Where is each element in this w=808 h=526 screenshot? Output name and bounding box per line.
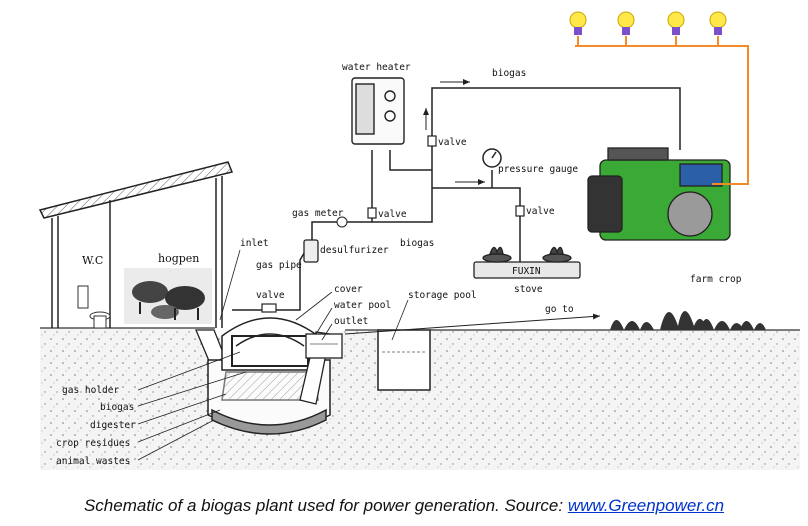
toilet-icon	[77, 285, 111, 329]
storage-pool	[377, 329, 431, 391]
gas-pipe-label: gas pipe	[256, 260, 302, 271]
valve-low-label: valve	[256, 290, 285, 301]
bulb-icon	[617, 11, 635, 35]
stove-label: stove	[514, 284, 543, 295]
pressure-gauge	[482, 148, 502, 168]
animal-wastes-label: animal wastes	[56, 456, 130, 467]
biogas-top-label: biogas	[492, 68, 526, 79]
valve-stove-label: valve	[526, 206, 555, 217]
crop-residues-label: crop residues	[56, 438, 130, 449]
biogas-plant-diagram: W.C hogpen inlet farm crop go to	[38, 11, 800, 470]
farm-crop-icon	[610, 311, 766, 330]
valve-top-icon	[427, 135, 437, 147]
pig-icons	[124, 268, 212, 324]
stove	[473, 246, 581, 279]
digester-tank	[207, 317, 331, 435]
valves	[261, 135, 525, 313]
water-heater-label: water heater	[342, 62, 411, 73]
storage-pool-label: storage pool	[408, 290, 477, 301]
water-pool-label: water pool	[334, 300, 391, 311]
gas-meter	[336, 216, 348, 228]
pressure-gauge-label: pressure gauge	[498, 164, 578, 175]
stove-brand: FUXIN	[512, 266, 541, 277]
gas-holder-label: gas holder	[62, 385, 119, 396]
farm-crop-label: farm crop	[690, 274, 742, 285]
hogpen-shed	[38, 161, 234, 328]
valve-meter-icon	[367, 207, 377, 219]
inlet-label: inlet	[240, 238, 269, 249]
wiring	[575, 36, 749, 185]
bulb-icon	[569, 11, 587, 35]
biogas-mid-label: biogas	[400, 238, 434, 249]
caption-text: Schematic of a biogas plant used for pow…	[83, 496, 568, 515]
generator	[587, 147, 731, 241]
valve-meter-label: valve	[378, 209, 407, 220]
bulb-icon	[667, 11, 685, 35]
desulfurizer	[303, 239, 319, 263]
bulb-icon	[709, 11, 727, 35]
biogas-left-label: biogas	[100, 402, 134, 413]
figure-caption: Schematic of a biogas plant used for pow…	[0, 496, 808, 516]
water-heater	[351, 77, 405, 145]
light-bulbs	[569, 11, 727, 35]
hogpen-label: hogpen	[158, 252, 199, 265]
wc-label: W.C	[82, 254, 103, 267]
valve-low-icon	[261, 303, 277, 313]
desulfurizer-label: desulfurizer	[320, 245, 389, 256]
source-link[interactable]: www.Greenpower.cn	[567, 496, 725, 515]
valve-stove-icon	[515, 205, 525, 217]
outlet-label: outlet	[334, 316, 368, 327]
leader-lines	[137, 291, 409, 461]
water-pool	[305, 333, 343, 359]
valve-top-label: valve	[438, 137, 467, 148]
cover-label: cover	[334, 284, 363, 295]
digester-label: digester	[90, 420, 136, 431]
go-to-label: go to	[545, 304, 574, 315]
gas-meter-label: gas meter	[292, 208, 344, 219]
